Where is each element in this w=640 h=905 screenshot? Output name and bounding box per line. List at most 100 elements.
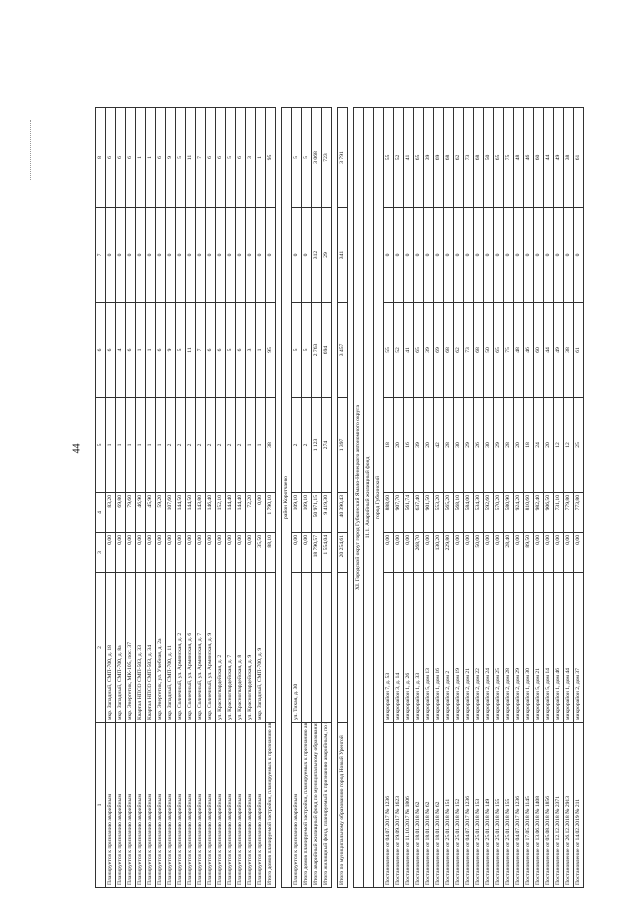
table-cell: 6 [205, 302, 216, 398]
table-cell: 553,20 [433, 492, 444, 533]
table-cell: 3 457 [337, 302, 348, 398]
table-cell: Итого жилищный фонд, планируемый к призн… [321, 722, 332, 888]
table-cell: 7 [195, 302, 206, 398]
table-cell: 568,10 [453, 492, 464, 533]
table-cell: 18 [383, 397, 394, 493]
table-cell: мкр. Западный, СМП-700, д. 11 [165, 572, 176, 723]
table-cell: 694 [321, 302, 332, 398]
table-cell: 2 [301, 397, 312, 493]
table-cell: 0 [403, 207, 414, 303]
table-cell: микрорайон 3, д. 14 [393, 572, 404, 723]
table-cell: 0,00 [205, 532, 216, 573]
table-cell: 2 [225, 397, 236, 493]
table-cell: 55 [383, 107, 394, 208]
table-cell: Планируется к признанию аварийным [135, 722, 146, 888]
table-cell: 0 [145, 207, 156, 303]
table-cell: 29 [463, 397, 474, 493]
table-cell: Планируется к признанию аварийным [225, 722, 236, 888]
header-cell: 3 [95, 532, 106, 573]
table-cell: 107,60 [165, 492, 176, 533]
table-cell: микрорайон 5, дом 13 [423, 572, 434, 723]
table-cell: 65 [493, 302, 504, 398]
table-cell: Постановление от 18.01.2018 № 62 [433, 722, 444, 888]
table-cell: 0 [383, 207, 394, 303]
table-cell: 44 [543, 302, 554, 398]
section-row: район Коротчаево [281, 107, 292, 888]
table-cell: 0,00 [135, 532, 146, 573]
table-cell: 6 [155, 107, 166, 208]
table-cell: 5 [225, 107, 236, 208]
table-cell: Планируется к признанию аварийным [215, 722, 226, 888]
table-cell: 0,00 [235, 532, 246, 573]
table-cell: 65 [413, 107, 424, 208]
table-cell: 39 [413, 397, 424, 493]
table-cell: микрорайон 2, дом 29 [513, 572, 524, 723]
table-cell: 561,74 [403, 492, 414, 533]
table-cell: 68 [443, 107, 454, 208]
table-cell: мкр. Западный, СМП-700, д. 8а [115, 572, 126, 723]
table-cell: 1 [145, 107, 156, 208]
margin-mark [30, 120, 33, 180]
table-cell: 45,90 [145, 492, 156, 533]
table-cell: 5 [175, 107, 186, 208]
table-cell: 20 [393, 397, 404, 493]
table-cell: Итого аварийный жилищный фонд по муницип… [311, 722, 322, 888]
table-cell: 584,00 [463, 492, 474, 533]
table-cell [311, 572, 322, 723]
header-cell: 6 [95, 302, 106, 398]
table-cell: ул. Красногвардейская, д. 7 [225, 572, 236, 723]
table-cell: 0 [301, 207, 312, 303]
table-cell: мкр. Солнечный, ул. Армянская, д. 9 [205, 572, 216, 723]
table-cell: 60 [533, 107, 544, 208]
table-cell: 46 [523, 107, 534, 208]
table-cell: 79,60 [125, 492, 136, 533]
table-cell: Планируется к признанию аварийным [155, 722, 166, 888]
table-cell: Постановление от 05.08.2018 № 1856 [543, 722, 554, 888]
table-cell: Постановление от 17.05.2018 № 1145 [523, 722, 534, 888]
table-cell: 25 [573, 397, 584, 493]
table-cell: 0 [175, 207, 186, 303]
table-cell: 0 [105, 207, 116, 303]
table-cell: 146,40 [205, 492, 216, 533]
table-cell: Квартал НПСО СМП-503, д. 34 [145, 572, 156, 723]
header-cell: 2 [95, 572, 106, 723]
table-cell: 779,80 [563, 492, 574, 533]
table-cell: 0 [573, 207, 584, 303]
table-cell: 1 123 [311, 397, 322, 493]
table-cell: 0 [185, 207, 196, 303]
table-cell: мкр. Солнечный, ул. Армянская, д. 2 [175, 572, 186, 723]
table-cell: 72,20 [245, 492, 256, 533]
table-cell: Планируется к признанию аварийным [291, 722, 302, 888]
table-cell: 69,80 [115, 492, 126, 533]
table-cell: 6 [105, 302, 116, 398]
table-cell: Постановление от 25.01.2018 № 149 [483, 722, 494, 888]
table-row: Итого жилищный фонд, планируемый к призн… [321, 107, 332, 888]
table-cell: 637,40 [413, 492, 424, 533]
table-cell: 6 [215, 302, 226, 398]
table-cell: 144,50 [185, 492, 196, 533]
table-cell: микрорайон 1, д. 33 [413, 572, 424, 723]
table-cell: 11 [185, 302, 196, 398]
table-cell: 0 [125, 207, 136, 303]
table-cell: 6 [125, 302, 136, 398]
table-cell: 229,80 [443, 532, 454, 573]
table-cell: 130,20 [433, 532, 444, 573]
table-cell: 143,80 [195, 492, 206, 533]
table-cell: 3 791 [337, 107, 348, 208]
table-cell: 0 [155, 207, 166, 303]
table-cell [301, 572, 312, 723]
table-cell: 0 [215, 207, 226, 303]
table-cell: микрорайон 7, д. 53 [383, 572, 394, 723]
